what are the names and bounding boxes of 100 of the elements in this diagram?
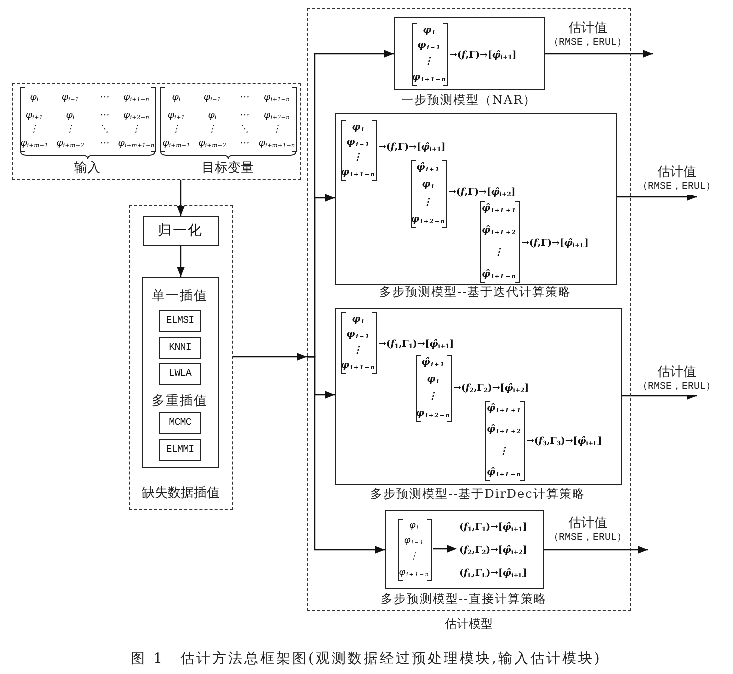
matrix-entry: φ̂$_{i+L−n}$ — [486, 467, 522, 478]
matrix-entry: φ$_{i−1}$ — [204, 92, 222, 104]
matrix-entry: ⋱ — [100, 124, 110, 136]
matrix-entry: ⋮ — [272, 124, 282, 136]
formula: →(f$_{1}$,Γ$_{1}$)→[φ̂$_{i+1}$] — [378, 338, 454, 352]
matrix-entry: φ$_{i−1}$ — [62, 92, 80, 104]
matrix-entry: ⋮ — [353, 344, 364, 356]
matrix-entry: φ$_{i+1−n}$ — [412, 72, 448, 84]
formula: (f$_{L}$,Γ$_{L}$)→[φ̂$_{i+L}$] — [460, 566, 528, 580]
matrix-entry: φ$_{i+1}$ — [168, 110, 186, 122]
matrix-entry: φ$_{i+2−n}$ — [264, 110, 290, 122]
matrix-entry: ⋮ — [353, 152, 364, 164]
arrow — [307, 356, 385, 554]
process-box: ELMMI — [159, 439, 202, 462]
formula: →(f$_{2}$,Γ$_{2}$)→[φ̂$_{i+2}$] — [454, 382, 530, 396]
arrow — [617, 193, 697, 201]
process-box: 归一化 — [142, 216, 218, 246]
matrix-entry: φ$_{i+1−n}$ — [340, 360, 376, 372]
matrix-entry: φ$_{i}$ — [352, 122, 365, 133]
arrow — [233, 353, 307, 361]
matrix-entry: φ$_{i}$ — [352, 314, 365, 325]
box-caption: 估计模型 — [445, 617, 493, 632]
matrix-entry: φ̂$_{i+1}$ — [422, 356, 446, 368]
box-caption: 多步预测模型--基于DirDec计算策略 — [370, 486, 586, 502]
matrix-entry: φ$_{i+2−n}$ — [416, 408, 452, 420]
arrow — [544, 546, 648, 554]
formula: →(f$_{3}$,Γ$_{3}$)→[φ̂$_{i+L}$] — [526, 434, 602, 448]
matrix-entry: ⋮ — [66, 124, 76, 136]
process-box: LWLA — [159, 363, 202, 386]
matrix-entry: φ$_{i}$ — [30, 92, 39, 104]
matrix-entry: φ$_{i−1}$ — [418, 40, 442, 52]
matrix-entry: φ$_{i+1−n}$ — [124, 92, 150, 104]
box-caption: 多步预测模型--基于迭代计算策略 — [379, 284, 572, 300]
matrix-entry: φ$_{i}$ — [427, 374, 440, 386]
matrix-entry: φ$_{i+m−2}$ — [198, 138, 226, 150]
matrix-entry: ⋯ — [240, 110, 250, 122]
matrix-entry: ⋮ — [30, 124, 40, 136]
matrix-entry: φ$_{i+2−n}$ — [124, 110, 150, 122]
formula: →(f,Γ)→[φ̂$_{i+1}$] — [378, 140, 446, 154]
formula: (f$_{1}$,Γ$_{1}$)→[φ̂$_{i+1}$] — [460, 520, 528, 534]
matrix-entry: ⋱ — [240, 124, 250, 136]
matrix-entry: φ̂$_{i+1}$ — [416, 162, 440, 173]
matrix-entry: ⋮ — [132, 124, 142, 136]
section-heading: 缺失数据插值 — [142, 486, 220, 502]
matrix-entry: φ̂$_{i+L−n}$ — [482, 269, 518, 280]
formula: →(f,Γ)→[φ̂$_{i+L}$] — [522, 236, 589, 250]
matrix-entry: ⋮ — [423, 196, 434, 208]
matrix-entry: φ$_{i−1}$ — [346, 329, 370, 340]
arrow — [545, 50, 653, 58]
formula: →(f,Γ)→[φ̂$_{i+1}$] — [450, 48, 517, 62]
matrix-entry: φ$_{i+1}$ — [26, 110, 44, 122]
group-frame — [129, 205, 233, 510]
matrix-entry: φ̂$_{i+L+1}$ — [487, 402, 522, 414]
matrix-entry: φ$_{i}$ — [66, 110, 75, 122]
matrix-entry: φ$_{i+m+1−n}$ — [258, 138, 296, 150]
matrix-entry: ⋯ — [100, 110, 110, 122]
matrix-entry: φ$_{i+1−n}$ — [399, 568, 430, 578]
matrix-entry: φ$_{i+m−1}$ — [162, 138, 190, 150]
matrix-entry: φ$_{i+1−n}$ — [264, 92, 290, 104]
section-heading: 单一插值 — [152, 288, 208, 304]
matrix-entry: ⋮ — [172, 124, 182, 136]
matrix-entry: φ$_{i+m+1−n}$ — [118, 138, 155, 150]
matrix-entry: ⋯ — [100, 92, 110, 104]
arrow — [622, 392, 697, 400]
group-frame — [12, 83, 301, 180]
process-box: KNNI — [159, 337, 202, 360]
matrix-entry: φ$_{i+2−n}$ — [410, 214, 446, 226]
matrix-entry: φ$_{i−1}$ — [404, 536, 425, 548]
matrix-entry: ⋮ — [410, 552, 420, 563]
matrix-entry: φ$_{i−1}$ — [346, 136, 370, 148]
matrix-entry: φ̂$_{i+L+2}$ — [487, 424, 522, 436]
method-panel — [142, 276, 218, 468]
matrix-entry: φ$_{i+m−1}$ — [20, 138, 48, 150]
formula: (f$_{2}$,Γ$_{2}$)→[φ̂$_{i+2}$] — [460, 544, 528, 558]
arrow — [177, 246, 185, 277]
matrix-entry: ⋯ — [240, 92, 250, 104]
section-heading: 多重插值 — [152, 394, 208, 410]
matrix-entry: φ$_{i}$ — [172, 92, 181, 104]
matrix-entry: φ$_{i}$ — [409, 520, 420, 532]
matrix-entry: φ$_{i}$ — [422, 179, 435, 190]
box-caption: 多步预测模型--直接计算策略 — [380, 592, 548, 606]
process-box: MCMC — [159, 412, 202, 434]
arrow — [177, 180, 185, 216]
matrix-caption: 输入 — [74, 160, 100, 176]
matrix-entry: ⋯ — [240, 138, 250, 150]
matrix-entry: φ$_{i}$ — [208, 110, 217, 122]
matrix-entry: φ$_{i+1−n}$ — [340, 167, 376, 178]
matrix-entry: ⋮ — [499, 446, 510, 457]
matrix-entry: ⋮ — [428, 390, 439, 402]
process-box: ELMSI — [159, 310, 202, 332]
matrix-entry: ⋮ — [208, 124, 218, 136]
matrix-entry: ⋯ — [100, 138, 110, 150]
formula: →(f,Γ)→[φ̂$_{i+2}$] — [448, 186, 516, 200]
matrix-entry: ⋮ — [494, 246, 505, 258]
figure-caption: 图 1 估计方法总框架图(观测数据经过预处理模块,输入估计模块) — [131, 650, 602, 668]
box-caption: 一步预测模型（NAR） — [401, 92, 537, 108]
matrix-entry: φ$_{i}$ — [423, 24, 436, 36]
matrix-entry: φ̂$_{i+L+2}$ — [482, 224, 517, 236]
matrix-entry: ⋮ — [424, 56, 435, 68]
matrix-entry: φ$_{i+m−2}$ — [56, 138, 84, 150]
